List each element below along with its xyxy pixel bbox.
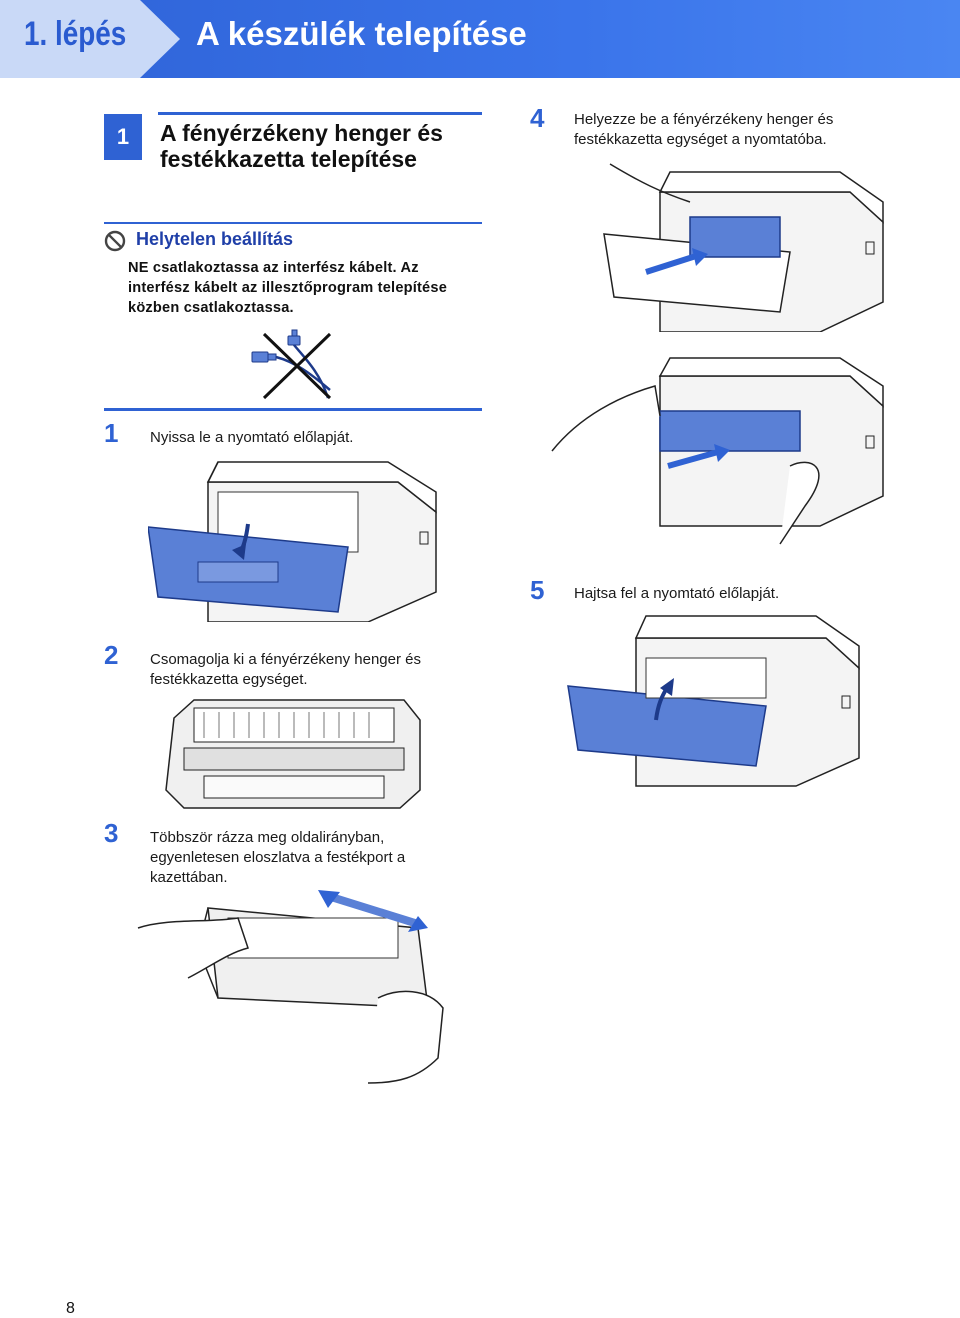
page-title: A készülék telepítése [196, 15, 527, 52]
step-number: 2 [104, 640, 119, 670]
step-label: 1. lépés [24, 15, 127, 53]
step-number: 5 [530, 575, 545, 605]
step-text: Hajtsa fel a nyomtató előlapját. [574, 585, 780, 602]
step-text: Helyezze be a fényérzékeny henger és fes… [574, 111, 834, 148]
section-number: 1 [104, 114, 142, 160]
warning-text: NE csatlakoztassa az interfész kábelt. A… [128, 260, 448, 316]
warning-rule-bottom [104, 408, 482, 411]
crossed-cable-illustration [251, 329, 332, 400]
printer-front-open-illustration [148, 461, 437, 622]
drum-unit-illustration [165, 699, 421, 809]
step-text: Nyissa le a nyomtató előlapját. [150, 429, 354, 446]
insert-drum-illustration [603, 163, 884, 332]
step-number: 1 [104, 418, 119, 448]
shake-drum-illustration [137, 890, 444, 1084]
step-chevron [0, 0, 180, 78]
prohibited-icon [104, 230, 126, 252]
push-drum-illustration [551, 357, 884, 545]
step-number: 3 [104, 818, 119, 848]
warning-rule-top [104, 222, 482, 224]
step-text: Csomagolja ki a fényérzékeny henger és f… [150, 651, 421, 688]
step-text: Többször rázza meg oldalirányban, egyenl… [150, 829, 406, 886]
section-title: A fényérzékeny henger és festékkazetta t… [160, 120, 443, 172]
warning-title: Helytelen beállítás [136, 229, 294, 249]
page-number: 8 [66, 1300, 75, 1317]
close-front-cover-illustration [567, 615, 860, 787]
section-rule [158, 112, 482, 115]
step-number: 4 [530, 103, 545, 133]
